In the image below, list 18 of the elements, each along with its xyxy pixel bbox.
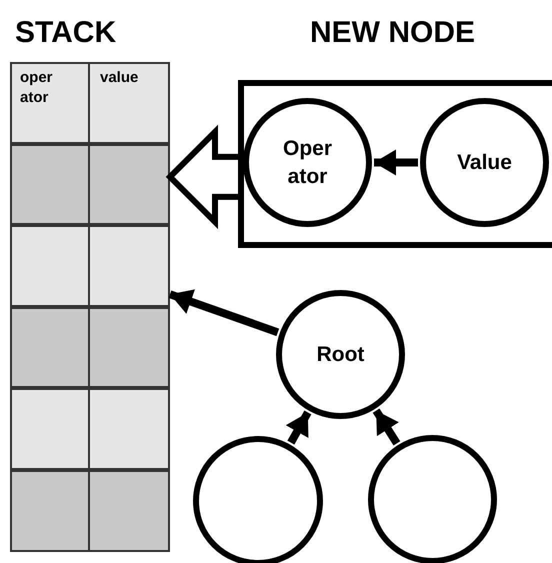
stack-row — [10, 388, 170, 470]
node-label: Root — [316, 342, 366, 368]
arrow — [374, 150, 418, 176]
node-label: Oper ator — [282, 136, 333, 190]
stack-row — [10, 225, 170, 307]
arrow — [372, 408, 400, 446]
stack-title: STACK — [15, 15, 116, 51]
column-header: value — [100, 68, 140, 88]
stack-row — [10, 307, 170, 388]
group-title: NEW NODE — [310, 15, 475, 51]
block-arrow — [166, 124, 241, 230]
stack-row — [10, 470, 170, 552]
header-row — [10, 62, 170, 144]
node-label: Value — [456, 150, 512, 176]
arrow — [286, 410, 312, 445]
arrow — [168, 289, 280, 336]
stack-row — [10, 144, 170, 225]
column-header: oper ator — [20, 68, 54, 108]
